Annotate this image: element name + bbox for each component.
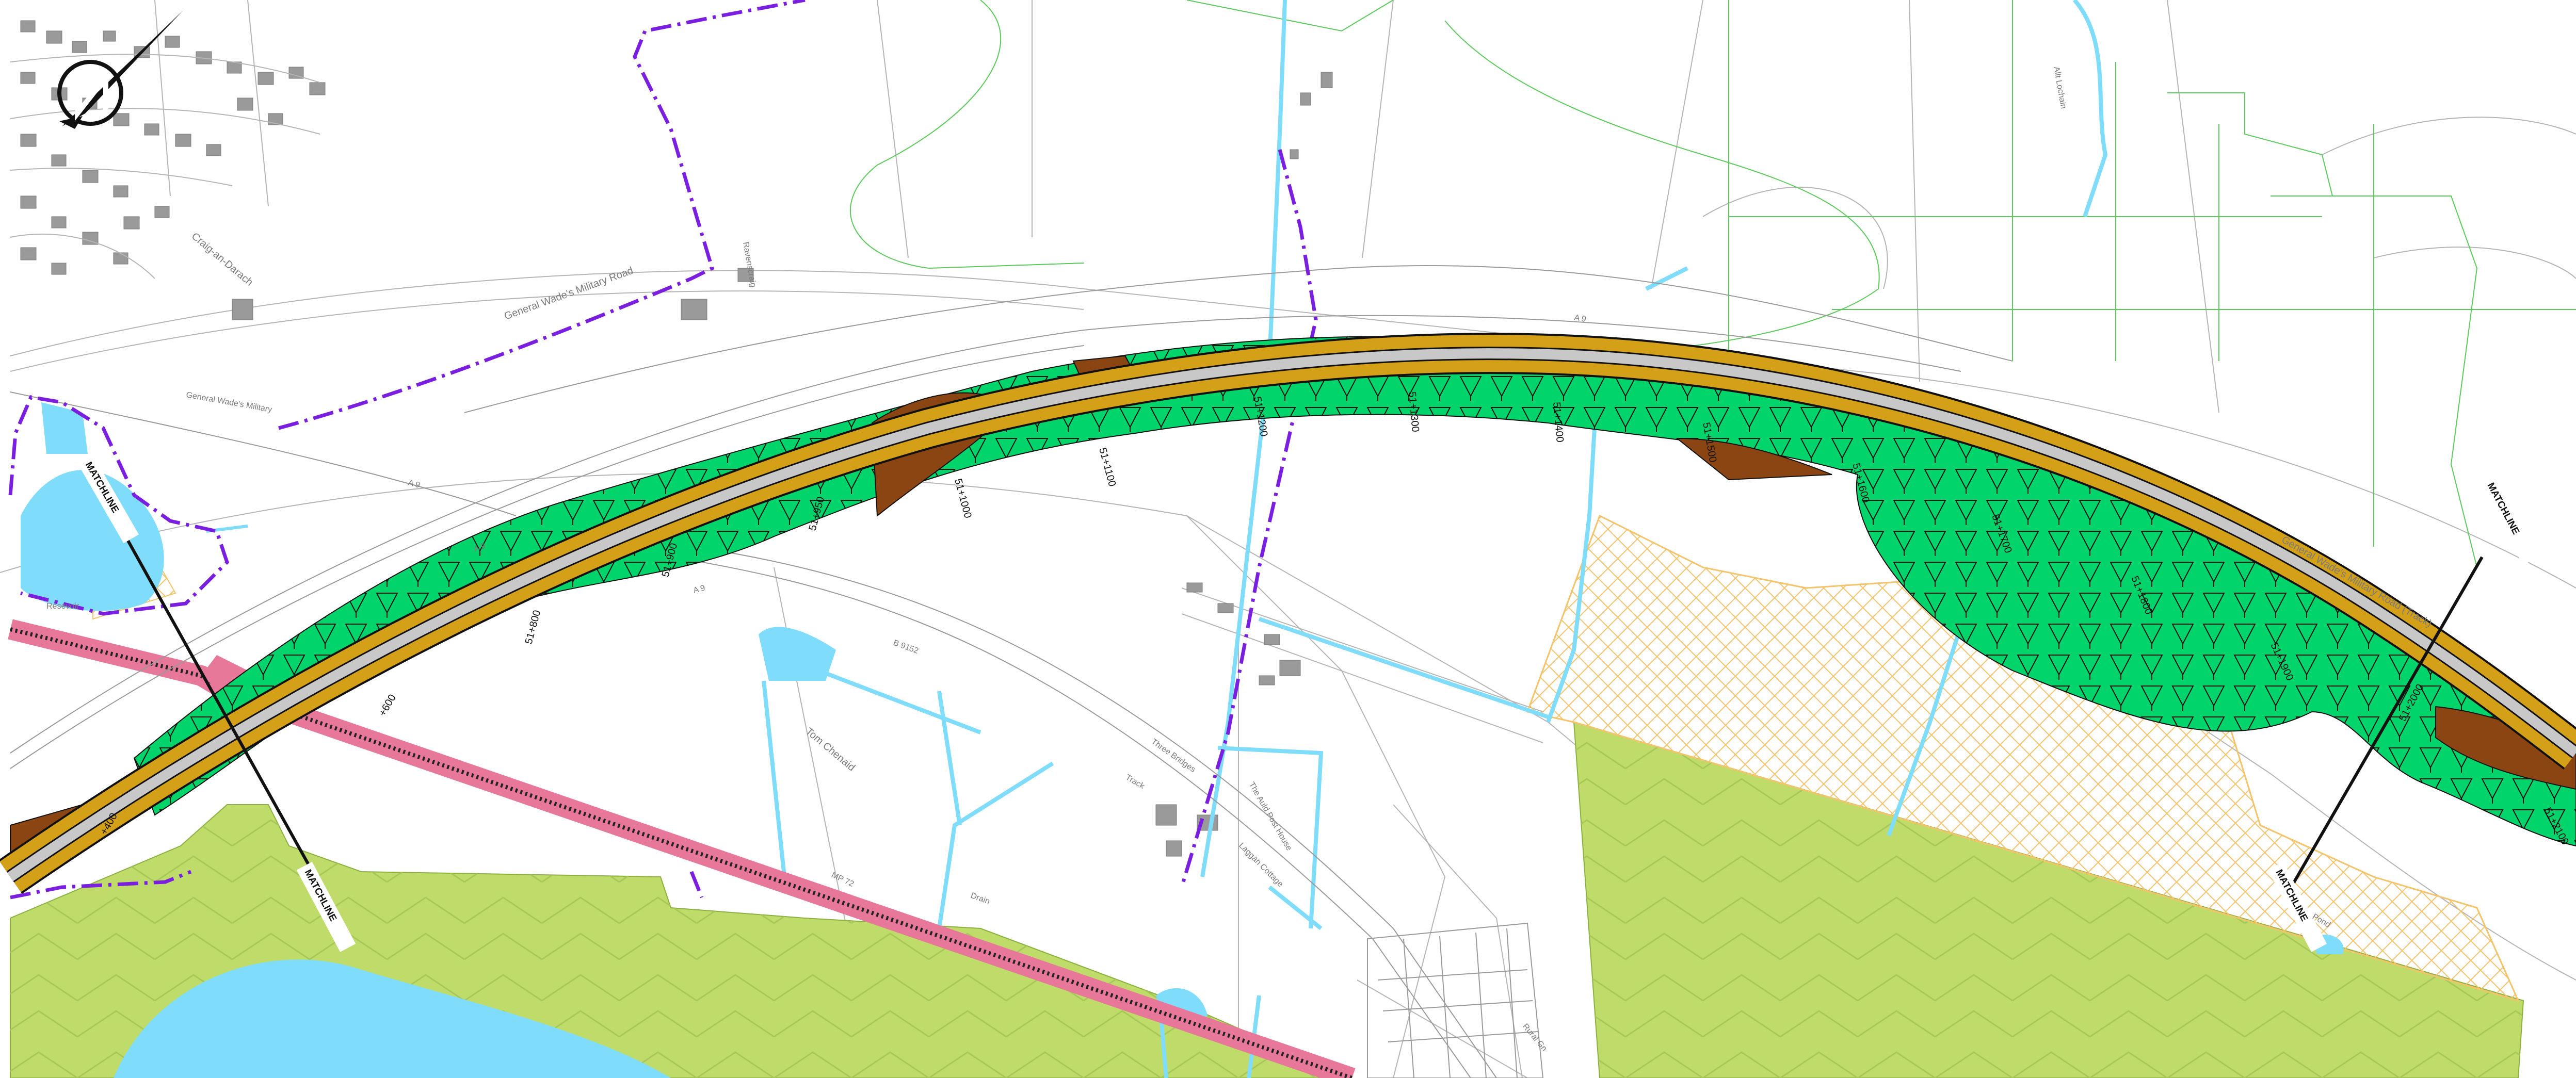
road-label-a9: A 9 [407, 478, 421, 489]
road-label-gwmr-west: General Wade's Military [185, 390, 272, 414]
place-label-rural-gn: Rural Gn [1521, 1022, 1549, 1053]
north-arrow-icon [57, 10, 183, 129]
match-line-label-east-top: MATCHLINE [2485, 481, 2521, 536]
allotments [1367, 922, 1544, 1078]
site-boundary [8, 0, 1318, 900]
place-label-auld-post-house: The Auld Post House [1247, 781, 1294, 853]
road-label-a9: A 9 [473, 542, 487, 554]
place-label-allt-lochain: Allt Lochain [2052, 66, 2068, 109]
proposed-carriageway [0, 333, 2576, 894]
place-label-tom-chenaid: Tom Chenaid [803, 726, 857, 774]
chainage-label: 51+1000 [952, 478, 974, 519]
water-features [21, 402, 2344, 1078]
chainage-label: +600 [377, 692, 398, 718]
road-label-a9: A 9 [693, 583, 706, 595]
residential-streets [10, 0, 320, 279]
chainage-label: 51+1100 [1097, 447, 1118, 488]
field-boundaries [849, 0, 2576, 568]
place-label-mp72: MP 72 [830, 871, 855, 889]
road-label-a9: A 9 [1573, 313, 1587, 324]
chainage-label: 51+800 [523, 609, 543, 646]
road-label-b9152: B 9152 [892, 639, 920, 656]
place-label-laggan-cottage: Laggan Cottage [1237, 841, 1285, 889]
place-label-craig-an-darach: Craig-an-Darach [189, 231, 255, 288]
road-label-track: Track [1124, 773, 1146, 791]
place-label-resevoir: Resevoir [46, 602, 79, 611]
place-label-drain: Drain [970, 891, 991, 906]
